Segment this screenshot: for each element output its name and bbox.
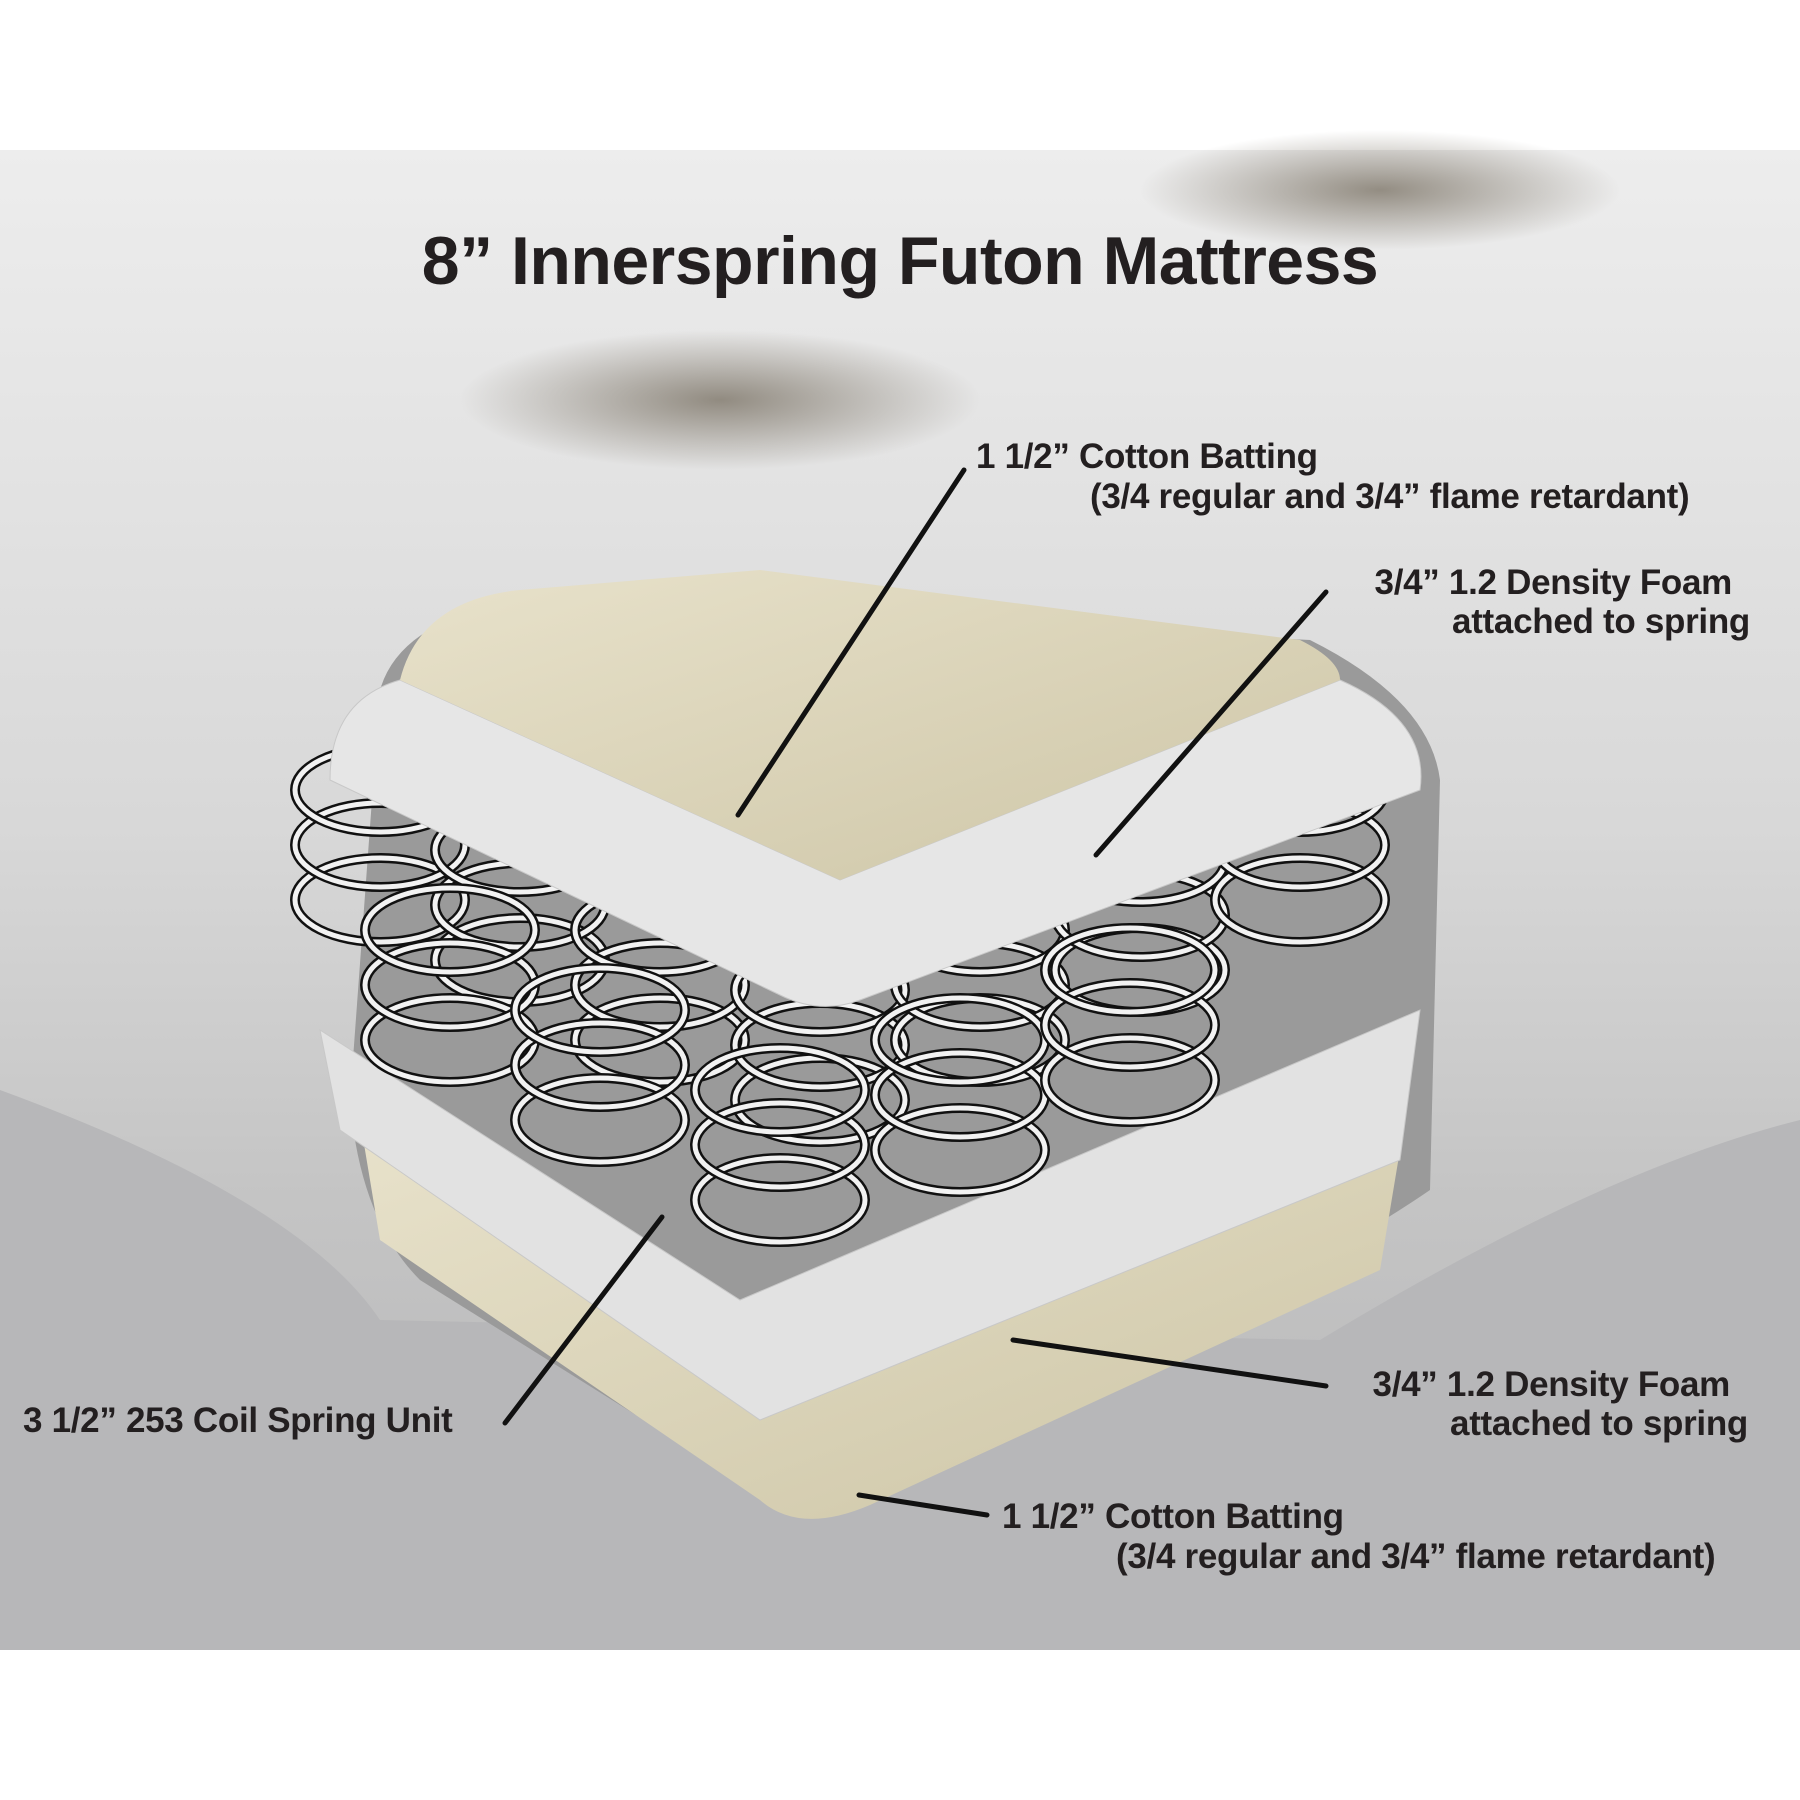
coil-ring	[1042, 980, 1218, 1070]
label-top-cotton-line1: 1 1/2” Cotton Batting	[976, 437, 1318, 476]
coil-ring	[872, 1105, 1048, 1195]
label-top-cotton-line2: (3/4 regular and 3/4” flame retardant)	[1090, 477, 1690, 516]
coil-ring	[732, 1055, 908, 1145]
leader-line-bottom-cotton	[856, 1492, 990, 1518]
label-bottom-foam-line1: 3/4” 1.2 Density Foam	[1372, 1365, 1731, 1404]
coil-ring	[292, 855, 468, 945]
coil-ring	[512, 1075, 688, 1165]
bottom-cotton-layer	[360, 1120, 1400, 1519]
coil-ring	[692, 1045, 868, 1135]
coil-ring	[692, 1100, 868, 1190]
page-title: 8” Innerspring Futon Mattress	[421, 223, 1379, 299]
tuft-mark	[460, 330, 980, 470]
label-top-foam-line2: attached to spring	[1452, 602, 1750, 641]
tuft-mark	[1140, 130, 1620, 250]
coil-ring	[572, 940, 748, 1030]
coil-ring	[512, 965, 688, 1055]
label-coil-spring: 3 1/2” 253 Coil Spring Unit	[23, 1401, 453, 1440]
leader-line-bottom-foam	[1010, 1337, 1329, 1389]
coil-ring	[1042, 925, 1218, 1015]
bottom-foam-layer	[319, 1009, 1421, 1421]
leader-line-coil	[502, 1214, 665, 1426]
label-bottom-cotton-line1: 1 1/2” Cotton Batting	[1002, 1497, 1344, 1536]
coil-ring	[1212, 855, 1388, 945]
coil-ring	[512, 1020, 688, 1110]
coil-ring	[1042, 1035, 1218, 1125]
label-bottom-foam-line2: attached to spring	[1450, 1404, 1748, 1443]
top-foam-layer	[329, 679, 1422, 1007]
label-top-foam-line1: 3/4” 1.2 Density Foam	[1374, 563, 1733, 602]
leader-line-top-foam	[1093, 589, 1329, 858]
leader-lines	[502, 467, 1329, 1518]
leader-line-top-cotton	[735, 467, 967, 818]
label-bottom-cotton-line2: (3/4 regular and 3/4” flame retardant)	[1116, 1537, 1716, 1576]
top-cotton-layer	[400, 570, 1340, 880]
coil-ring	[692, 1155, 868, 1245]
coil-ring	[362, 885, 538, 975]
coil-ring	[572, 995, 748, 1085]
